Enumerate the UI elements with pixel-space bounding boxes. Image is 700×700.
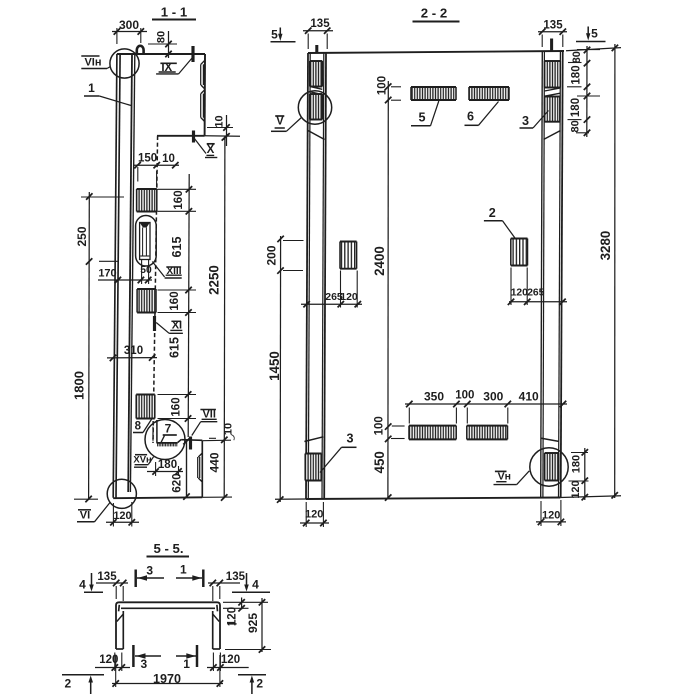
svg-text:310: 310 [124,345,143,357]
svg-text:300: 300 [119,18,139,32]
svg-text:1800: 1800 [72,371,87,400]
svg-text:350: 350 [424,390,444,404]
svg-text:X: X [207,144,215,156]
svg-text:120: 120 [227,607,239,626]
svg-text:V: V [276,115,284,127]
svg-text:10: 10 [162,153,175,165]
svg-text:5 - 5.: 5 - 5. [153,541,183,556]
svg-text:120: 120 [305,509,323,521]
svg-text:2: 2 [256,677,263,691]
svg-text:7: 7 [165,422,172,436]
svg-text:5: 5 [271,28,278,42]
svg-text:1 - 1: 1 - 1 [161,5,187,20]
svg-text:2250: 2250 [207,265,222,295]
svg-text:180: 180 [570,65,582,84]
svg-text:1: 1 [88,81,95,95]
svg-text:VII: VII [202,409,215,421]
svg-text:160: 160 [173,190,185,209]
svg-text:120: 120 [99,654,118,666]
svg-text:10: 10 [214,115,226,127]
svg-text:3: 3 [146,564,153,578]
svg-text:615: 615 [168,337,182,358]
svg-text:8: 8 [135,421,142,433]
svg-text:120: 120 [221,654,240,666]
svg-text:250: 250 [75,226,89,246]
svg-text:1450: 1450 [267,351,282,381]
svg-text:4: 4 [79,578,86,592]
svg-text:180: 180 [158,459,177,471]
svg-text:5: 5 [591,27,598,41]
svg-text:VIн: VIн [84,57,101,69]
svg-text:180: 180 [571,455,583,473]
svg-text:265: 265 [527,288,544,299]
svg-text:XIII: XIII [166,266,181,277]
svg-text:2: 2 [489,206,496,220]
svg-text:XVн: XVн [133,454,152,465]
svg-text:3280: 3280 [598,231,613,261]
svg-text:120: 120 [511,288,528,299]
svg-text:1: 1 [180,563,187,577]
svg-text:120: 120 [542,510,560,522]
svg-text:3: 3 [522,114,529,128]
svg-text:2400: 2400 [372,246,387,276]
svg-text:135: 135 [97,571,117,583]
svg-text:120: 120 [113,510,131,522]
svg-text:170: 170 [98,268,116,280]
svg-text:100: 100 [455,390,474,402]
svg-text:615: 615 [170,236,184,257]
svg-text:135: 135 [543,20,563,32]
svg-text:4: 4 [252,578,259,592]
svg-text:80: 80 [571,51,583,63]
svg-text:135: 135 [310,18,330,30]
svg-text:620: 620 [172,473,184,492]
svg-text:VI: VI [80,510,90,522]
svg-text:80: 80 [569,120,581,132]
svg-text:440: 440 [208,452,222,472]
svg-text:200: 200 [265,245,279,265]
svg-text:6: 6 [467,110,474,124]
svg-text:Vн: Vн [498,471,511,483]
svg-text:300: 300 [483,390,503,404]
svg-text:925: 925 [246,613,260,633]
svg-text:3: 3 [140,657,147,671]
svg-text:100: 100 [377,76,389,95]
svg-text:50: 50 [140,265,152,276]
svg-text:5: 5 [418,111,425,125]
svg-text:410: 410 [519,390,539,404]
svg-text:100: 100 [374,416,386,435]
svg-text:180: 180 [570,98,582,117]
svg-text:135: 135 [226,571,246,583]
svg-text:XI: XI [172,320,182,332]
svg-text:150: 150 [138,153,157,165]
svg-text:160: 160 [169,291,181,310]
svg-text:2: 2 [65,677,72,691]
svg-text:120: 120 [340,291,358,303]
svg-text:1: 1 [183,657,190,671]
svg-text:10: 10 [223,423,235,435]
svg-text:2 - 2: 2 - 2 [421,6,447,21]
svg-text:160: 160 [171,397,183,416]
svg-text:1970: 1970 [153,672,181,686]
svg-text:3: 3 [346,432,353,446]
svg-text:120: 120 [570,480,582,498]
svg-text:265: 265 [325,291,343,303]
svg-text:IX: IX [161,62,172,74]
svg-text:450: 450 [372,451,387,473]
svg-text:80: 80 [156,31,168,43]
